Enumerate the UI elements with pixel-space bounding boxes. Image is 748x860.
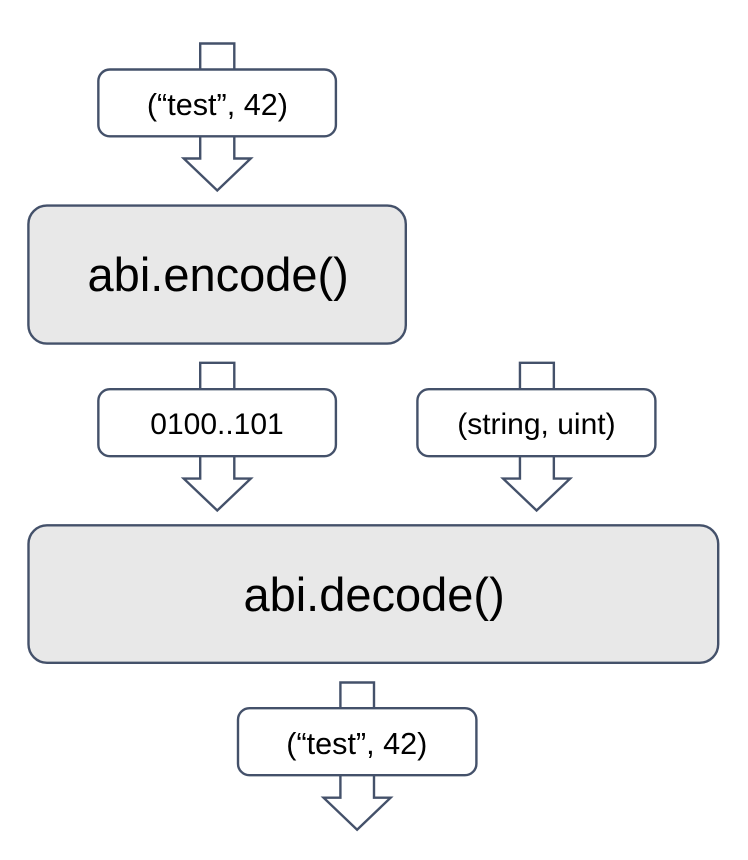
svg-text:0100..101: 0100..101 <box>150 408 283 441</box>
svg-text:(“test”, 42): (“test”, 42) <box>147 88 288 122</box>
svg-text:(“test”, 42): (“test”, 42) <box>286 727 427 761</box>
svg-text:(string, uint): (string, uint) <box>457 408 615 441</box>
svg-text:abi.encode(): abi.encode() <box>88 248 349 301</box>
svg-text:abi.decode(): abi.decode() <box>243 568 504 621</box>
